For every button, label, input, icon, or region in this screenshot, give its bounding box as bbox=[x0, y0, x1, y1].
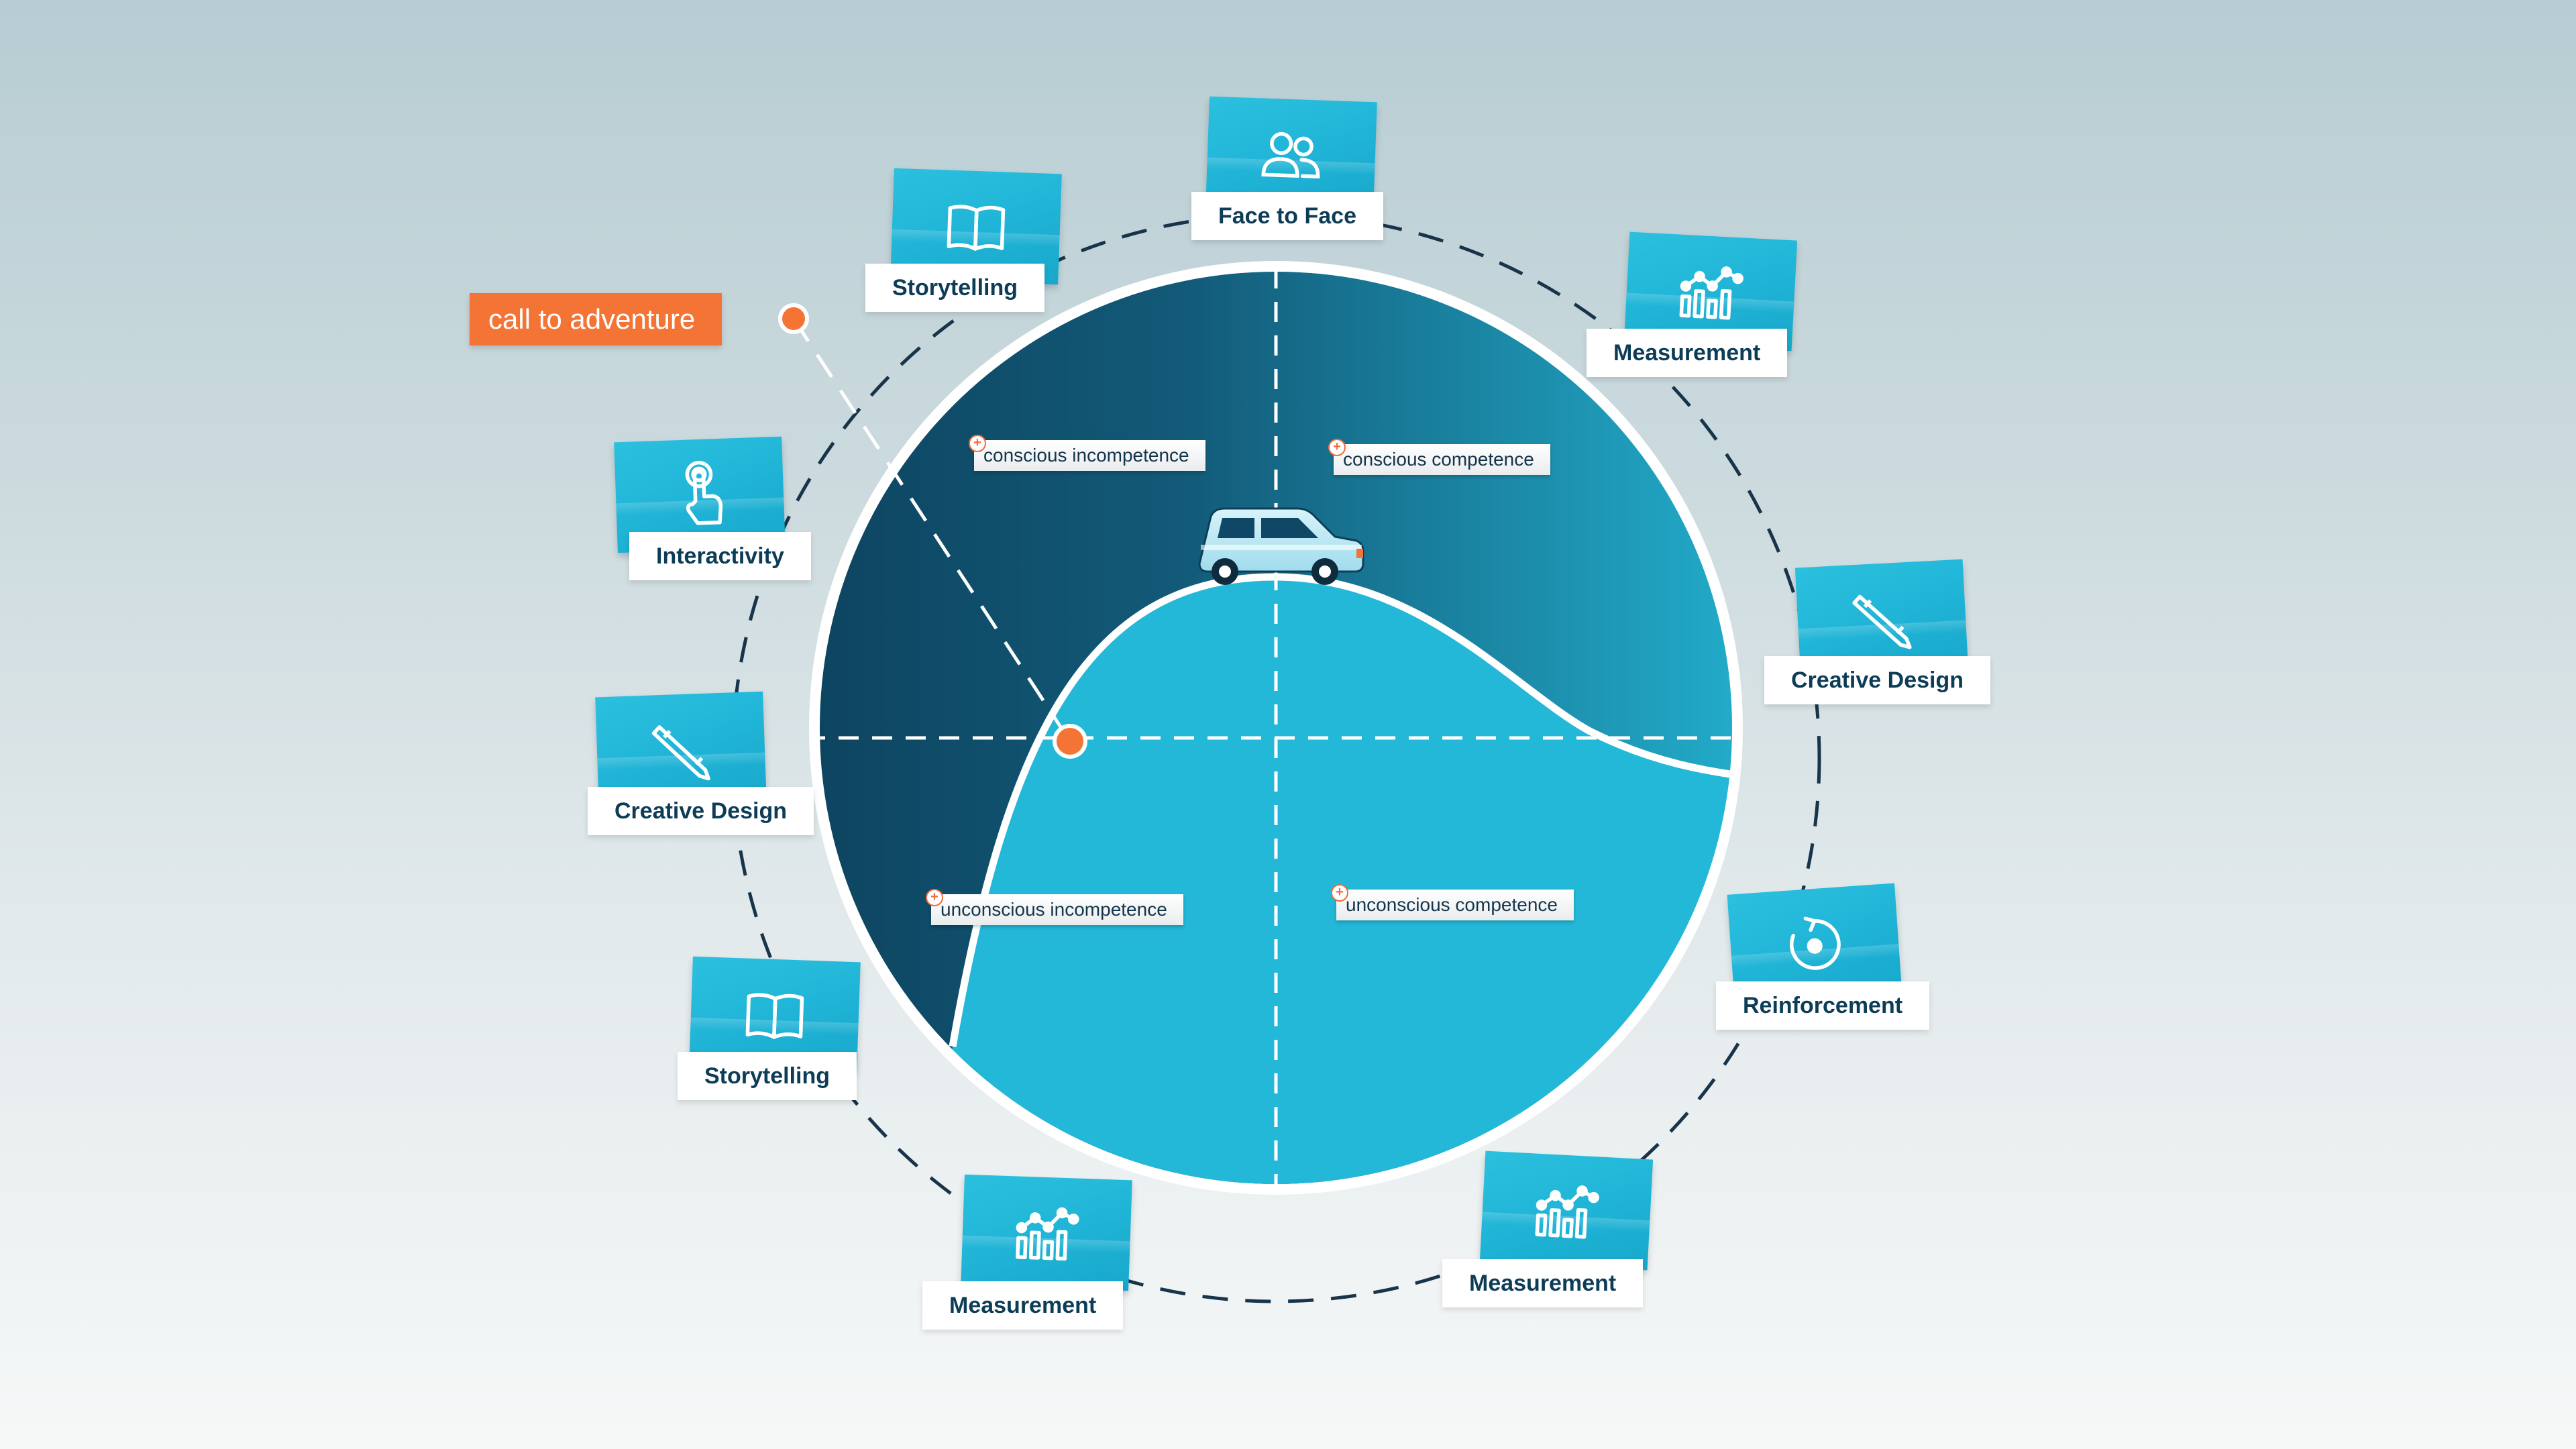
quadrant-label-top-right: + conscious competence bbox=[1328, 439, 1550, 475]
plus-icon: + bbox=[1331, 884, 1348, 902]
people-icon bbox=[1261, 131, 1320, 178]
chart-icon bbox=[1535, 1185, 1599, 1239]
pencil-icon bbox=[1852, 594, 1912, 649]
chart-icon bbox=[1679, 266, 1743, 320]
node-card bbox=[1623, 231, 1798, 352]
node-card bbox=[1205, 96, 1377, 213]
call-to-adventure-tag: call to adventure bbox=[470, 293, 722, 345]
adventure-start-marker bbox=[778, 303, 809, 334]
quadrant-text: conscious incompetence bbox=[983, 445, 1189, 466]
node-card bbox=[1727, 883, 1902, 1006]
node-label: Measurement bbox=[1442, 1259, 1644, 1307]
node-card bbox=[961, 1174, 1132, 1291]
quadrant-text: conscious competence bbox=[1343, 449, 1534, 470]
node-card bbox=[1794, 559, 1969, 679]
car-icon bbox=[1198, 507, 1364, 585]
pointer-hand-icon bbox=[685, 460, 723, 525]
node-label: Storytelling bbox=[678, 1052, 857, 1100]
node-label: Storytelling bbox=[865, 264, 1045, 312]
node-card bbox=[890, 168, 1062, 285]
quadrant-label-top-left: + conscious incompetence bbox=[969, 435, 1205, 471]
chart-icon bbox=[1016, 1207, 1079, 1260]
node-label: Face to Face bbox=[1191, 192, 1383, 240]
plus-icon: + bbox=[1328, 439, 1346, 456]
node-card bbox=[689, 956, 861, 1073]
quadrant-text: unconscious competence bbox=[1346, 894, 1558, 915]
quadrant-label-bottom-right: + unconscious competence bbox=[1331, 884, 1574, 920]
node-card bbox=[614, 436, 786, 553]
plus-icon: + bbox=[926, 889, 943, 906]
learning-curve-line bbox=[949, 573, 1732, 1047]
plus-icon: + bbox=[969, 435, 986, 452]
node-label: Creative Design bbox=[1764, 656, 1990, 704]
node-label: Measurement bbox=[1587, 329, 1788, 377]
node-label: Interactivity bbox=[629, 532, 811, 580]
refresh-icon bbox=[1789, 916, 1841, 970]
orbit-ring bbox=[731, 213, 1821, 1303]
node-label: Creative Design bbox=[588, 787, 814, 835]
node-label: Reinforcement bbox=[1716, 981, 1930, 1030]
quadrant-text: unconscious incompetence bbox=[941, 899, 1167, 920]
adventure-crossing-marker bbox=[1053, 724, 1087, 759]
node-label: Measurement bbox=[922, 1281, 1124, 1330]
book-icon bbox=[745, 992, 804, 1039]
book-icon bbox=[947, 204, 1006, 251]
pencil-icon bbox=[651, 724, 710, 780]
quadrant-label-bottom-left: + unconscious incompetence bbox=[926, 889, 1183, 925]
node-card bbox=[595, 691, 767, 808]
node-card bbox=[1479, 1150, 1654, 1271]
